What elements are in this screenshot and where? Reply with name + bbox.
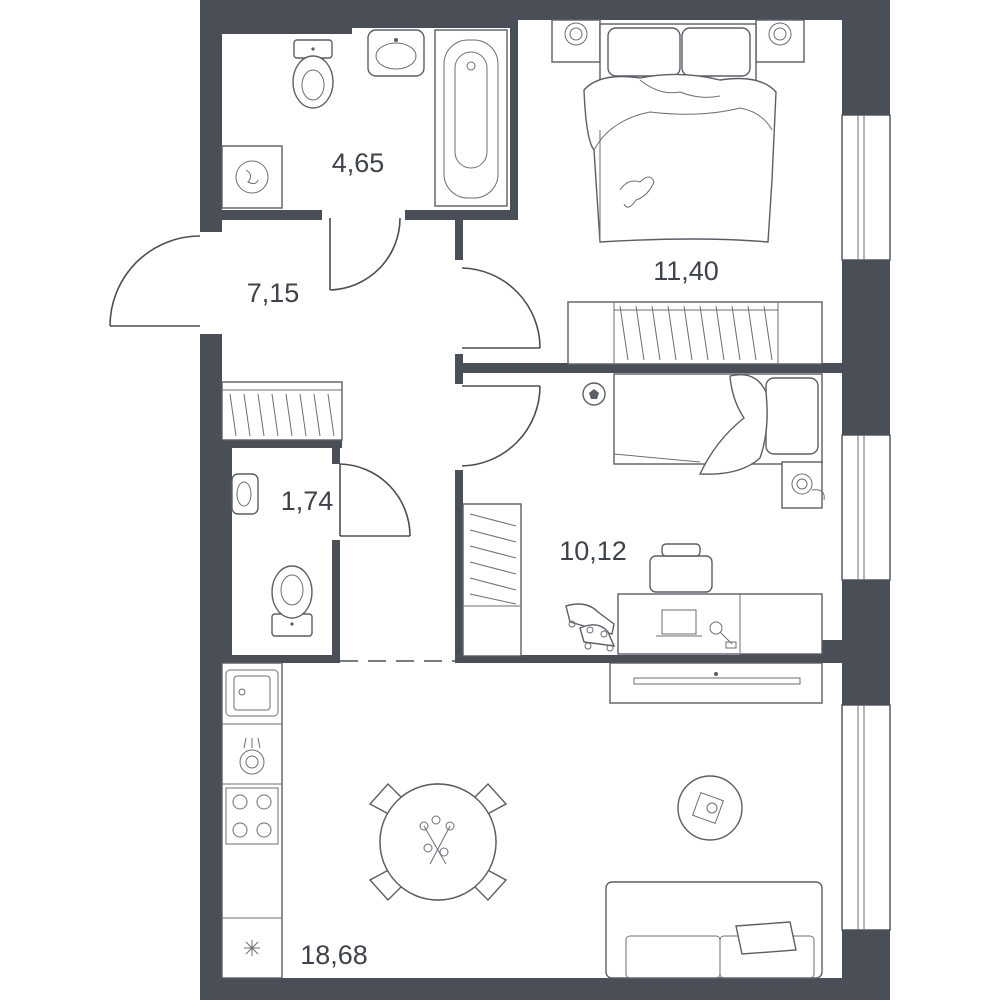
bedroom-door <box>461 267 541 349</box>
toilet-door <box>339 463 411 537</box>
coffee-table <box>677 775 743 841</box>
hall-wardrobe <box>221 381 343 441</box>
wc-toilet <box>271 565 313 637</box>
dining-table <box>368 782 508 902</box>
area-toilet: 1,74 <box>281 486 334 516</box>
desk <box>617 543 823 655</box>
flowers-icon <box>419 815 455 865</box>
roller-skates-icon <box>565 603 616 652</box>
bathroom-toilet <box>292 39 334 109</box>
area-bedroom: 11,40 <box>653 256 719 286</box>
dishwasher <box>239 737 265 775</box>
entrance-door <box>109 235 201 327</box>
kids-fixtures <box>462 373 825 657</box>
kids-door <box>461 385 541 467</box>
area-kitchen-living: 18,68 <box>300 940 368 970</box>
bathtub <box>434 29 508 207</box>
bedroom-fixtures <box>551 19 823 365</box>
single-bed <box>613 373 823 475</box>
stove-icon <box>225 787 279 845</box>
bathroom-sink <box>367 29 425 77</box>
area-hallway: 7,15 <box>247 278 300 308</box>
washing-machine <box>221 145 283 209</box>
window-bedroom <box>841 114 891 261</box>
window-living <box>841 704 891 931</box>
fridge-snowflake-icon <box>244 940 260 956</box>
bathroom-fixtures <box>221 29 508 209</box>
area-bathroom: 4,65 <box>332 148 385 178</box>
hall-fixtures <box>221 381 343 637</box>
soccer-ball-icon <box>582 382 606 406</box>
nightstand-right <box>755 19 805 63</box>
living-fixtures <box>368 662 823 979</box>
wc-sink <box>231 473 259 515</box>
kids-wardrobe <box>462 503 522 657</box>
kitchen-sink <box>225 669 279 717</box>
window-kids <box>841 434 891 581</box>
area-kids-room: 10,12 <box>559 536 627 566</box>
nightstand-left <box>551 19 601 63</box>
bathroom-door <box>329 217 401 291</box>
bedroom-wardrobe <box>567 301 823 365</box>
kitchen-fixtures <box>221 662 283 979</box>
area-labels: 4,65 7,15 11,40 1,74 10,12 18,68 <box>247 148 719 970</box>
windows <box>841 114 891 931</box>
kids-nightstand <box>781 461 825 509</box>
double-bed <box>583 23 777 243</box>
doors <box>109 217 541 662</box>
sofa <box>605 881 823 979</box>
tv-stand <box>609 662 823 704</box>
